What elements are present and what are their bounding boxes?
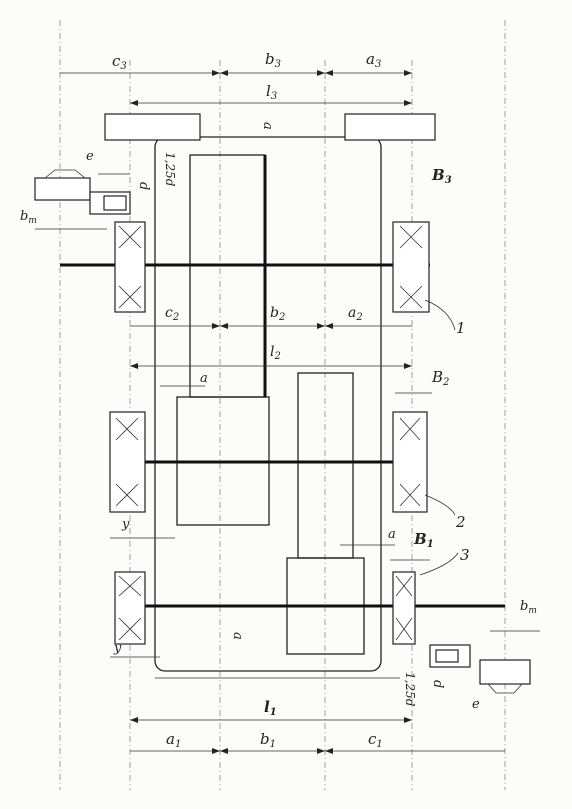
label-B1: B1	[413, 530, 434, 550]
bearings	[109, 221, 430, 645]
label-a1: a1	[166, 730, 181, 750]
label-y-low: y	[113, 641, 122, 656]
callout-3: 3	[460, 546, 470, 564]
coupling-right	[429, 630, 540, 694]
label-a2: a2	[348, 305, 363, 323]
label-B3: B3	[431, 166, 452, 186]
gearbox-housing	[154, 136, 382, 672]
dimension-row-2	[130, 323, 432, 394]
label-a-low: a	[388, 527, 396, 542]
dimension-row-3	[60, 70, 412, 106]
label-d-left: d	[136, 182, 151, 190]
label-c1: c1	[368, 730, 383, 750]
label-l3: l3	[266, 82, 277, 102]
label-a-mid: a	[200, 371, 208, 386]
label-e-right: e	[472, 697, 480, 712]
label-y-mid: y	[121, 517, 130, 532]
flange-right	[344, 113, 436, 141]
coupling-left	[34, 169, 131, 230]
label-B2: B2	[431, 368, 449, 388]
label-a-top: a	[260, 122, 275, 130]
dimension-row-1	[110, 537, 505, 754]
label-l2: l2	[270, 344, 281, 362]
callout-1: 1	[456, 319, 466, 337]
label-b1: b1	[260, 730, 276, 750]
callout-2: 2	[455, 513, 466, 531]
label-b3: b3	[265, 50, 281, 70]
label-a3: a3	[366, 50, 381, 70]
callout-leaders	[419, 299, 459, 576]
label-l1: l1	[264, 698, 277, 718]
label-d-right: d	[430, 680, 445, 688]
label-a-bottom: a	[230, 632, 245, 640]
gears	[176, 154, 365, 655]
label-bT-left: bт	[20, 209, 37, 226]
label-e-left: e	[86, 149, 94, 164]
label-125d-left: 1,25d	[163, 152, 177, 187]
label-bT-right: bт	[520, 599, 537, 616]
label-125d-right: 1,25d	[403, 672, 417, 707]
flange-left	[104, 113, 201, 141]
label-c3: c3	[112, 52, 127, 72]
label-c2: c2	[165, 305, 179, 323]
label-b2: b2	[270, 305, 285, 323]
